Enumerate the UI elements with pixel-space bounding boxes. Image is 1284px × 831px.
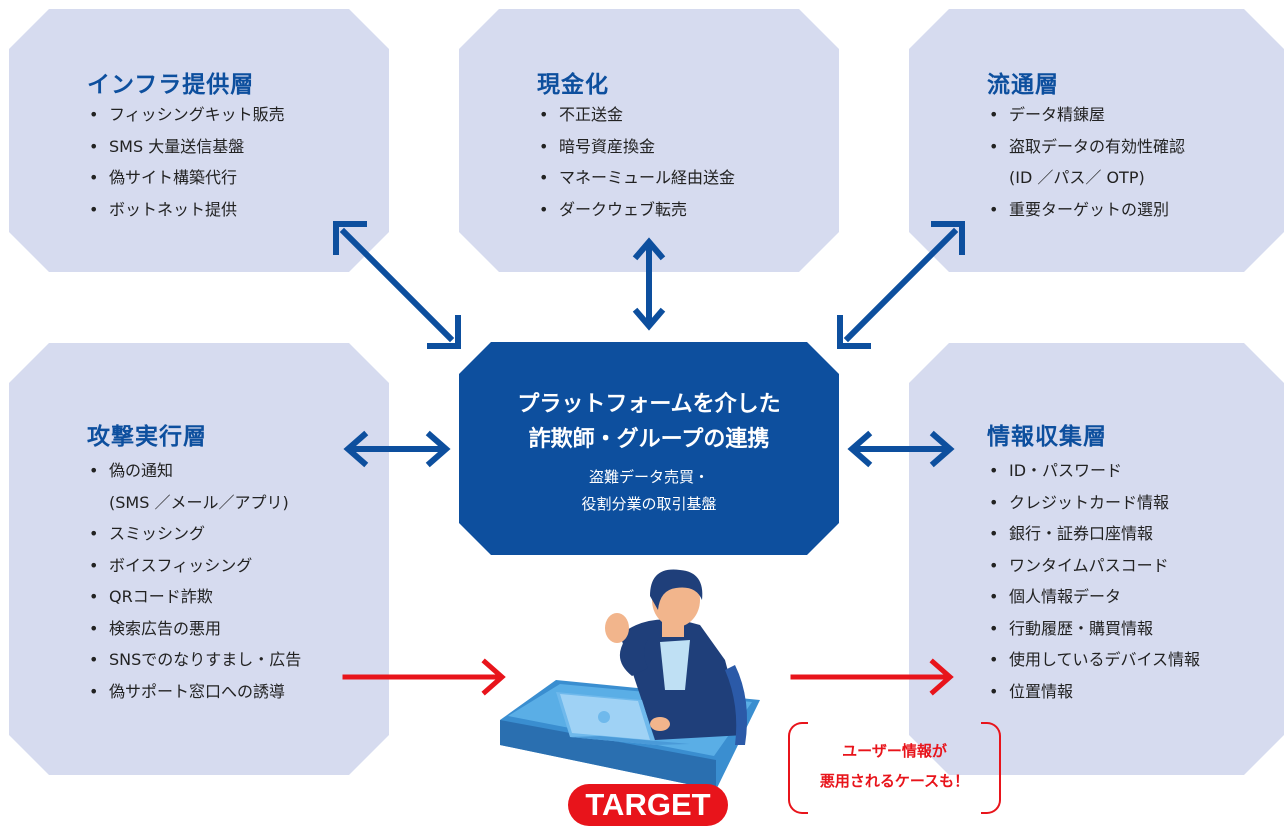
list-item: 偽の通知 bbox=[87, 455, 301, 487]
callout-line1: ユーザー情報が bbox=[842, 742, 947, 760]
target-badge: TARGET bbox=[568, 784, 728, 826]
card-title: 流通層 bbox=[987, 72, 1059, 98]
callout-bracket-left bbox=[788, 722, 808, 814]
list-item: 位置情報 bbox=[987, 676, 1200, 708]
list-item: 偽サポート窓口への誘導 bbox=[87, 676, 301, 708]
list-item: データ精錬屋 bbox=[987, 99, 1185, 131]
target-user-illustration bbox=[500, 569, 760, 790]
list-item: SNSでのなりすまし・広告 bbox=[87, 644, 301, 676]
list-item: 使用しているデバイス情報 bbox=[987, 644, 1200, 676]
list-item: ボットネット提供 bbox=[87, 194, 285, 226]
list-item: 偽サイト構築代行 bbox=[87, 162, 285, 194]
list-item: ワンタイムパスコード bbox=[987, 550, 1200, 582]
red-arrow-target-to-info bbox=[790, 658, 954, 696]
list-item: 盗取データの有効性確認 bbox=[987, 131, 1185, 163]
list-item: SMS 大量送信基盤 bbox=[87, 131, 285, 163]
list-item-continuation: (SMS ／メール／アプリ) bbox=[109, 492, 289, 512]
card-title: 情報収集層 bbox=[987, 424, 1107, 450]
card-list: データ精錬屋 盗取データの有効性確認 (ID ／パス／ OTP) 重要ターゲット… bbox=[987, 99, 1185, 225]
card-attack-layer: 攻撃実行層 偽の通知 (SMS ／メール／アプリ) スミッシング ボイスフィッシ… bbox=[9, 343, 389, 775]
callout-line2: 悪用されるケースも！ bbox=[819, 772, 970, 790]
list-item: マネーミュール経由送金 bbox=[537, 162, 735, 194]
list-item-continuation: (ID ／パス／ OTP) bbox=[1009, 168, 1145, 187]
card-title: 現金化 bbox=[537, 72, 609, 98]
list-item: 不正送金 bbox=[537, 99, 735, 131]
list-item: クレジットカード情報 bbox=[987, 487, 1200, 519]
list-item: 銀行・証券口座情報 bbox=[987, 518, 1200, 550]
card-cash-out: 現金化 不正送金 暗号資産換金 マネーミュール経由送金 ダークウェブ転売 bbox=[459, 9, 839, 272]
card-list: 偽の通知 (SMS ／メール／アプリ) スミッシング ボイスフィッシング QRコ… bbox=[87, 455, 301, 707]
bidirectional-arrow-attack bbox=[343, 430, 451, 468]
bidirectional-arrow-distribution bbox=[837, 221, 965, 349]
hub-title-line2: 詐欺師・グループの連携 bbox=[528, 427, 770, 452]
card-list: 不正送金 暗号資産換金 マネーミュール経由送金 ダークウェブ転売 bbox=[537, 99, 735, 225]
list-item: ID・パスワード bbox=[987, 455, 1200, 487]
list-item: スミッシング bbox=[87, 518, 301, 550]
list-item: ダークウェブ転売 bbox=[537, 194, 735, 226]
card-list: ID・パスワード クレジットカード情報 銀行・証券口座情報 ワンタイムパスコード… bbox=[987, 455, 1200, 707]
platform-hub: プラットフォームを介した 詐欺師・グループの連携 盗難データ売買・ 役割分業の取… bbox=[459, 342, 839, 555]
red-arrow-attack-to-target bbox=[342, 658, 506, 696]
warning-callout: ユーザー情報が 悪用されるケースも！ bbox=[788, 722, 1001, 814]
list-item: 個人情報データ bbox=[987, 581, 1200, 613]
list-item: 検索広告の悪用 bbox=[87, 613, 301, 645]
bidirectional-arrow-cash bbox=[632, 237, 666, 331]
card-info-collection-layer: 情報収集層 ID・パスワード クレジットカード情報 銀行・証券口座情報 ワンタイ… bbox=[909, 343, 1284, 775]
list-item: フィッシングキット販売 bbox=[87, 99, 285, 131]
hub-title-line1: プラットフォームを介した bbox=[517, 392, 781, 417]
hub-subtitle-line2: 役割分業の取引基盤 bbox=[581, 495, 717, 513]
hub-subtitle-line1: 盗難データ売買・ bbox=[588, 468, 709, 486]
callout-bracket-right bbox=[981, 722, 1001, 814]
card-title: インフラ提供層 bbox=[87, 72, 255, 98]
card-list: フィッシングキット販売 SMS 大量送信基盤 偽サイト構築代行 ボットネット提供 bbox=[87, 99, 285, 225]
bidirectional-arrow-info bbox=[847, 430, 955, 468]
bidirectional-arrow-infra bbox=[333, 221, 461, 349]
card-distribution-layer: 流通層 データ精錬屋 盗取データの有効性確認 (ID ／パス／ OTP) 重要タ… bbox=[909, 9, 1284, 272]
card-title: 攻撃実行層 bbox=[87, 424, 207, 450]
list-item: ボイスフィッシング bbox=[87, 550, 301, 582]
list-item: 行動履歴・購買情報 bbox=[987, 613, 1200, 645]
list-item: 重要ターゲットの選別 bbox=[987, 194, 1185, 226]
list-item: 暗号資産換金 bbox=[537, 131, 735, 163]
card-infra-layer: インフラ提供層 フィッシングキット販売 SMS 大量送信基盤 偽サイト構築代行 … bbox=[9, 9, 389, 272]
list-item: QRコード詐欺 bbox=[87, 581, 301, 613]
